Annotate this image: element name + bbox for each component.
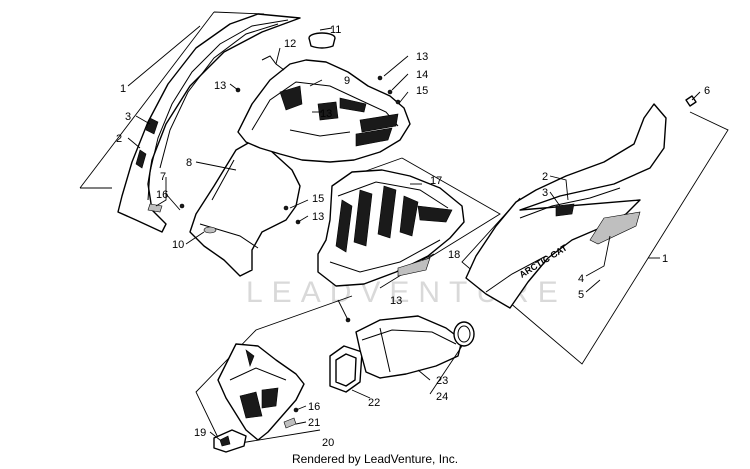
screw-icon xyxy=(377,75,383,81)
callout-1: 1 xyxy=(662,253,668,265)
footer-credit: Rendered by LeadVenture, Inc. xyxy=(291,452,459,466)
callout-17: 17 xyxy=(430,175,442,187)
callout-5: 5 xyxy=(578,289,584,301)
callout-11: 11 xyxy=(330,24,341,36)
callout-19: 19 xyxy=(194,427,206,439)
lower-bracket[interactable] xyxy=(213,429,247,453)
callout-13: 13 xyxy=(320,108,332,120)
dash-panel[interactable] xyxy=(237,59,411,163)
callout-1: 1 xyxy=(120,83,126,95)
callout-13: 13 xyxy=(214,80,226,92)
callout-3: 3 xyxy=(542,187,548,199)
callout-15: 15 xyxy=(312,193,324,205)
hose-clamp[interactable] xyxy=(453,321,475,347)
callout-16: 16 xyxy=(308,401,320,413)
callout-10: 10 xyxy=(172,239,184,251)
callout-13: 13 xyxy=(416,51,428,63)
callout-21: 21 xyxy=(308,417,320,429)
callout-9: 9 xyxy=(344,75,350,87)
decal xyxy=(283,417,297,429)
intake-duct[interactable] xyxy=(355,315,463,379)
storage-tub[interactable] xyxy=(317,169,465,287)
callout-12: 12 xyxy=(284,38,296,50)
callout-3: 3 xyxy=(125,111,131,123)
callout-14: 14 xyxy=(416,69,428,81)
callout-4: 4 xyxy=(578,273,584,285)
intake-gasket[interactable] xyxy=(329,345,363,393)
left-side-panel[interactable] xyxy=(117,13,301,233)
callout-23: 23 xyxy=(436,375,448,387)
callout-13: 13 xyxy=(390,295,402,307)
callout-13: 13 xyxy=(312,211,324,223)
screw-icon xyxy=(395,99,401,105)
callout-7: 7 xyxy=(160,171,166,183)
front-hood[interactable] xyxy=(189,141,301,277)
callout-20: 20 xyxy=(322,437,334,449)
callout-24: 24 xyxy=(436,391,448,403)
callout-22: 22 xyxy=(368,397,380,409)
callout-15: 15 xyxy=(416,85,428,97)
callout-2: 2 xyxy=(116,133,122,145)
callout-18: 18 xyxy=(448,249,460,261)
lower-nose-cover[interactable] xyxy=(217,343,305,441)
screw-icon xyxy=(179,203,185,209)
gauge-cap[interactable] xyxy=(308,32,336,49)
callout-2: 2 xyxy=(542,171,548,183)
callout-8: 8 xyxy=(186,157,192,169)
callout-16: 16 xyxy=(156,189,168,201)
screw-icon xyxy=(283,205,289,211)
wiring-harness xyxy=(261,55,285,71)
screw-icon xyxy=(387,89,393,95)
callout-6: 6 xyxy=(704,85,710,97)
